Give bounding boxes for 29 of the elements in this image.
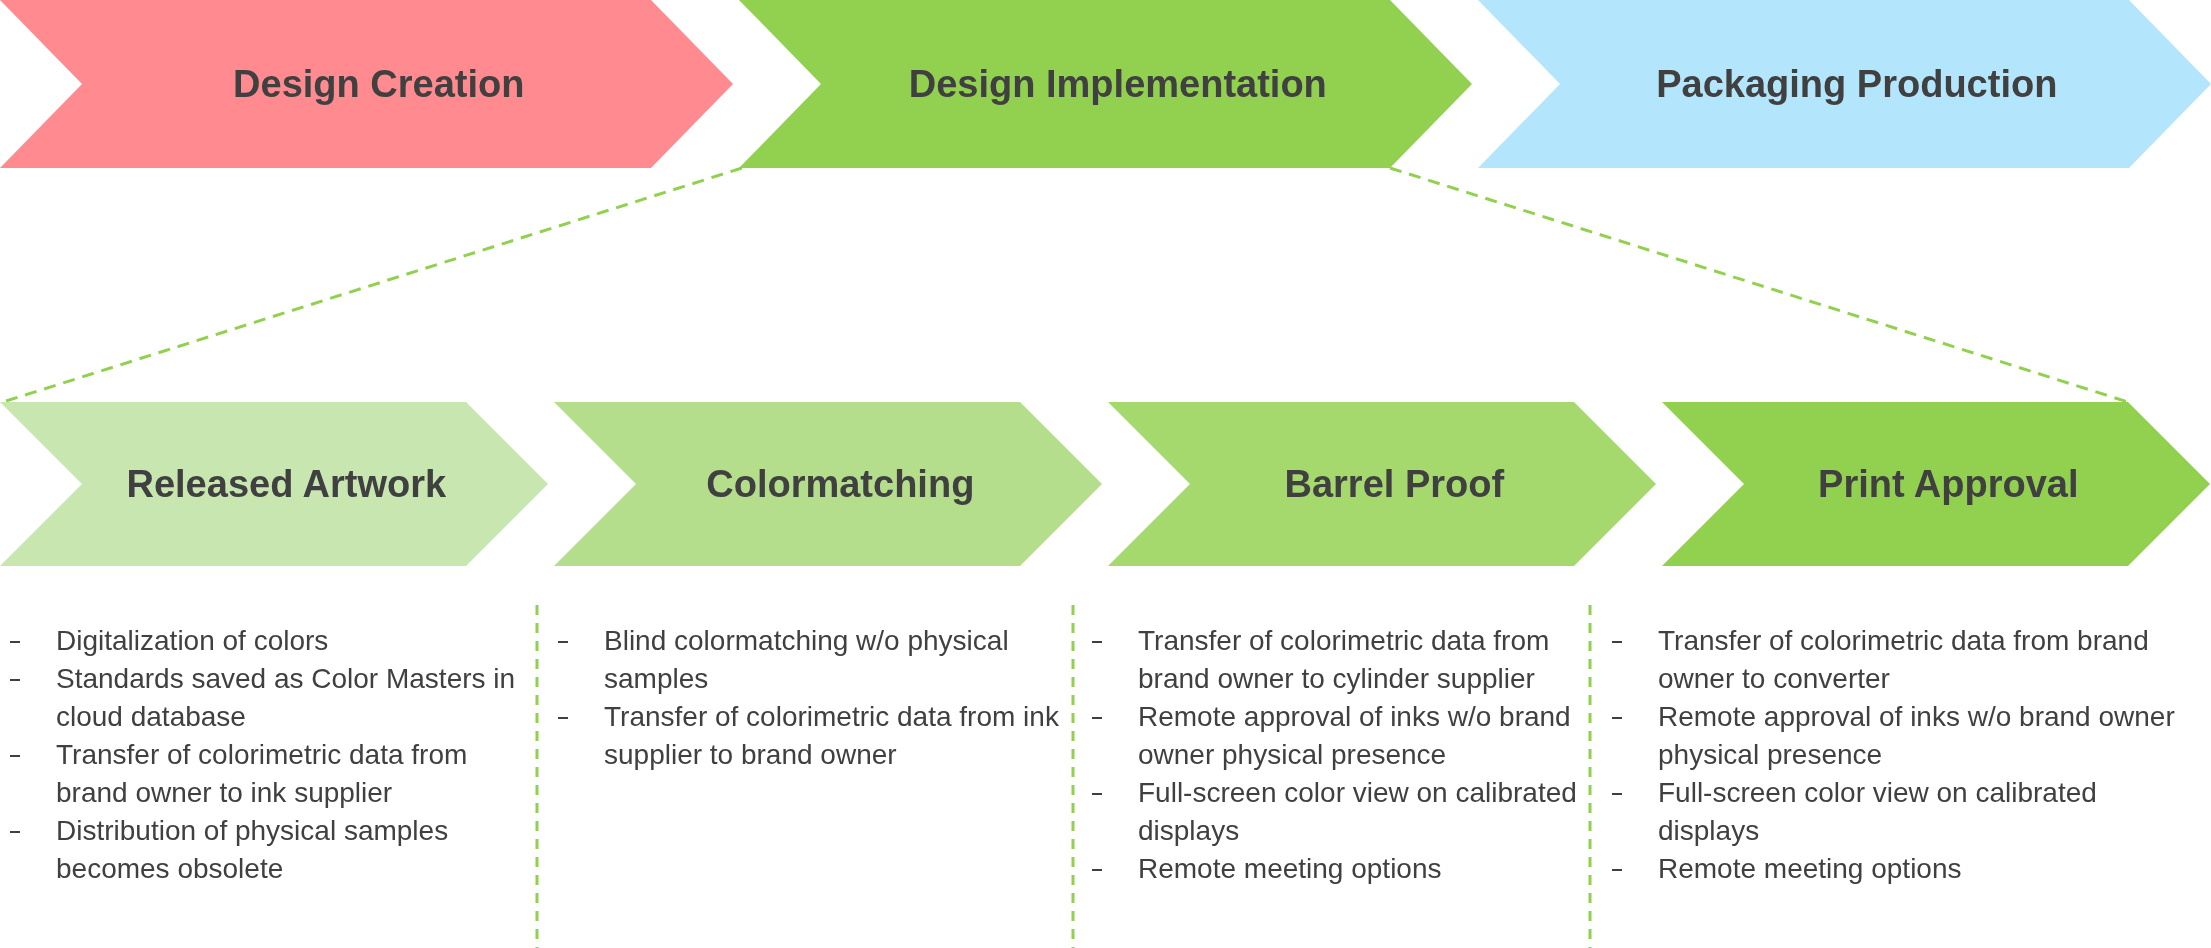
bullet-text: Remote approval of inks w/o brand owner physical presence [1138, 700, 1572, 772]
chevron-step [554, 402, 1102, 566]
bullet-text: Transfer of colorimetric data from brand owner to ink supplier [56, 738, 469, 810]
bullet-text: Transfer of colorimetric data from brand owner to cylinder supplier [1138, 624, 1551, 696]
step-title: Design Creation [232, 61, 525, 107]
step-title: Design Implementation [907, 61, 1327, 107]
bullet-text: Remote approval of inks w/o brand owner physical presence [1658, 700, 2176, 772]
bullet-text: Transfer of colorimetric data from ink supplier to brand owner [604, 700, 1060, 772]
step-title: Barrel Proof [1283, 461, 1505, 507]
bullet-text: Remote meeting options [1138, 852, 1442, 886]
step-title: Print Approval [1817, 461, 2079, 507]
bullet-text: Remote meeting options [1658, 852, 1962, 886]
dashed-connector [1389, 166, 2129, 404]
chevron-step [1662, 402, 2210, 566]
bullet-text: Digitalization of colors [56, 624, 329, 658]
bullet-text: Full-screen color view on calibrated displays [1658, 776, 2098, 848]
chevron-step [1108, 402, 1656, 566]
bullet-text: Blind colormatching w/o physical samples [604, 624, 1010, 696]
chevron-step [1478, 0, 2211, 168]
chevron-step [0, 0, 733, 168]
step-title: Released Artwork [125, 461, 447, 507]
bullet-text: Full-screen color view on calibrated displays [1138, 776, 1578, 848]
chevron-step [739, 0, 1472, 168]
bullet-text: Standards saved as Color Masters in cloud database [56, 662, 517, 734]
chevron-step [0, 402, 548, 566]
step-title: Colormatching [705, 461, 975, 507]
bullet-text: Transfer of colorimetric data from brand owner to converter [1658, 624, 2150, 696]
bullet-text: Distribution of physical samples becomes obsolete [56, 814, 450, 886]
step-title: Packaging Production [1655, 61, 2058, 107]
